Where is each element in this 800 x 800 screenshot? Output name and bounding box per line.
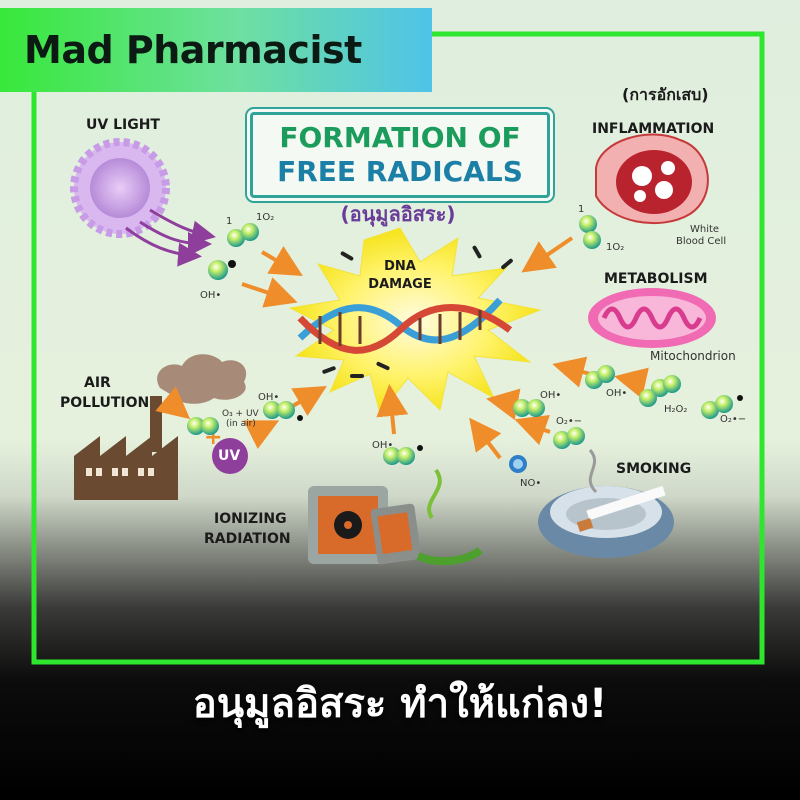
title-line-2: FREE RADICALS bbox=[277, 155, 523, 188]
dna-helix bbox=[297, 245, 513, 378]
molecule bbox=[639, 375, 681, 407]
oh-label-4: OH• bbox=[540, 390, 562, 401]
oh-label-5: OH• bbox=[606, 388, 628, 399]
inflammation-thai-label: (การอักเสบ) bbox=[622, 85, 709, 104]
metabolism-label: METABOLISM bbox=[604, 271, 708, 287]
h2o2-label: H₂O₂ bbox=[664, 404, 688, 415]
brand-name: Mad Pharmacist bbox=[24, 28, 362, 72]
oh-label-1: OH• bbox=[200, 290, 222, 301]
ionizing-label: IONIZING bbox=[214, 511, 287, 527]
o2-label-2: 1O₂ bbox=[606, 242, 625, 253]
uv-badge-label: UV bbox=[218, 448, 241, 464]
molecules bbox=[187, 215, 743, 473]
smoking-label: SMOKING bbox=[616, 461, 692, 477]
molecule bbox=[383, 445, 423, 465]
mitochondrion-label: Mitochondrion bbox=[650, 349, 736, 363]
ashtray-icon bbox=[538, 449, 674, 558]
white-blood-cell-label-1: White bbox=[690, 224, 720, 235]
white-blood-cell-label-2: Blood Cell bbox=[676, 236, 727, 247]
pollution-label: POLLUTION bbox=[60, 395, 150, 411]
no-label: NO• bbox=[520, 478, 542, 489]
dna-damage-line-2: DAMAGE bbox=[368, 277, 432, 292]
uv-badge bbox=[212, 438, 248, 474]
title-thai: (อนุมูลอิสระ) bbox=[340, 202, 456, 226]
molecule bbox=[187, 417, 219, 435]
singlet-label: 1 bbox=[226, 216, 233, 227]
molecule bbox=[509, 455, 527, 473]
molecule bbox=[263, 401, 303, 421]
oh-label-2: OH• bbox=[258, 392, 280, 403]
title-line-1: FORMATION OF bbox=[279, 121, 521, 154]
caption: อนุมูลอิสระ ทำให้แก่ลง! bbox=[192, 681, 608, 727]
dna-damage-line-1: DNA bbox=[384, 259, 416, 274]
molecule bbox=[585, 365, 615, 389]
mitochondrion-icon bbox=[588, 288, 716, 348]
o3-uv-label-2: (in air) bbox=[226, 419, 256, 429]
molecule bbox=[579, 215, 601, 249]
radiation-barrel-icon bbox=[308, 468, 483, 566]
molecule bbox=[513, 399, 545, 417]
uv-sun-icon bbox=[70, 138, 216, 267]
inflammation-label: INFLAMMATION bbox=[592, 121, 715, 137]
inflammation-cell-icon bbox=[595, 133, 709, 225]
molecule bbox=[208, 260, 236, 280]
oh-label-3: OH• bbox=[372, 440, 394, 451]
o3-uv-label-1: O₃ + UV bbox=[222, 409, 259, 419]
uv-light-label: UV LIGHT bbox=[86, 117, 160, 133]
radiation-label: RADIATION bbox=[204, 531, 291, 547]
singlet-label-2: 1 bbox=[578, 204, 585, 215]
superoxide-label-1: O₂•− bbox=[720, 414, 747, 425]
dna-damage-label: DNA DAMAGE bbox=[350, 258, 450, 294]
diagram-title-box: FORMATION OF FREE RADICALS bbox=[250, 112, 550, 198]
brand-banner: Mad Pharmacist bbox=[0, 8, 432, 92]
air-label: AIR bbox=[84, 375, 111, 391]
molecule bbox=[553, 427, 585, 449]
o2-label: 1O₂ bbox=[256, 212, 275, 223]
superoxide-label-2: O₂•− bbox=[556, 416, 583, 427]
molecule bbox=[701, 395, 743, 419]
molecule bbox=[227, 223, 259, 247]
